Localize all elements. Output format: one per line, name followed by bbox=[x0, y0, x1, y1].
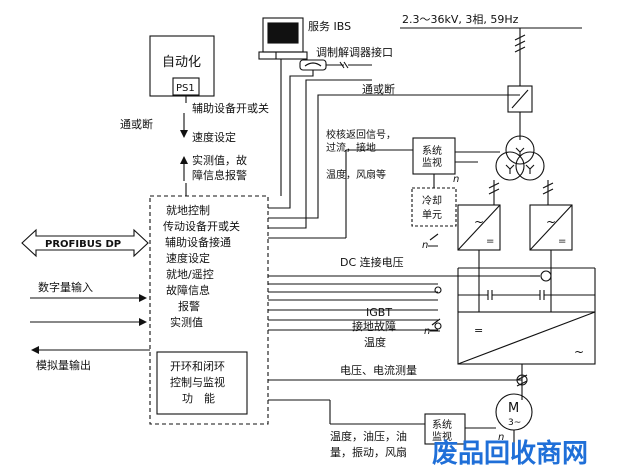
rect-left-eq: = bbox=[486, 236, 494, 247]
ctrl-line-7: 实测值 bbox=[170, 315, 203, 329]
igbt-label: IGBT bbox=[366, 306, 392, 319]
volt-current-label: 电压、电流测量 bbox=[340, 363, 417, 377]
inverter bbox=[457, 311, 596, 365]
inner-line-1: 控制与监视 bbox=[170, 375, 225, 389]
cooling-2: 单元 bbox=[422, 209, 442, 221]
left-on-off-label: 通或断 bbox=[120, 117, 153, 131]
right-on-off-label: 通或断 bbox=[362, 82, 395, 96]
aux-switch-label: 辅助设备开或关 bbox=[192, 101, 269, 115]
service-label: 服务 IBS bbox=[308, 20, 351, 33]
inverter-tilde: ~ bbox=[574, 345, 584, 359]
system-monitor-bottom bbox=[424, 413, 466, 445]
bottom-label-2: 量，振动，风扇 bbox=[330, 445, 407, 459]
bottom-label-1: 温度，油压，油 bbox=[330, 429, 407, 443]
control-function-box bbox=[156, 351, 248, 415]
measured-label-2: 障信息报警 bbox=[192, 168, 247, 182]
cooling-unit bbox=[411, 187, 457, 227]
feedback-label-1: 校核返回信号， bbox=[326, 128, 396, 141]
cooling-1: 冷却 bbox=[422, 194, 442, 207]
rect-right-tilde: ~ bbox=[546, 215, 556, 229]
monitor-top-2: 监视 bbox=[422, 156, 442, 169]
modem-label: 调制解调器接口 bbox=[316, 45, 393, 59]
dc-sensor bbox=[540, 270, 552, 282]
ps1-box bbox=[172, 77, 200, 96]
ctrl-line-2: 辅助设备接通 bbox=[165, 235, 231, 249]
temperature-label: 温度 bbox=[364, 335, 386, 349]
monitor-bottom-1: 系统 bbox=[432, 418, 452, 431]
ctrl-line-6: 报警 bbox=[178, 299, 200, 313]
ctrl-line-1: 传动设备开或关 bbox=[163, 219, 240, 233]
automation-label: 自动化 bbox=[162, 55, 201, 70]
ctrl-line-4: 就地/遥控 bbox=[166, 267, 214, 281]
ctrl-line-5: 故障信息 bbox=[166, 283, 210, 297]
sensor-small-1 bbox=[434, 286, 442, 294]
profibus-label: PROFIBUS DP bbox=[45, 239, 121, 250]
transformer-primary bbox=[505, 135, 535, 165]
inner-line-2: 功 能 bbox=[182, 391, 215, 405]
measured-label-1: 实测值，故 bbox=[192, 153, 247, 167]
motor-label: M bbox=[508, 401, 519, 416]
n-symbol-1: n bbox=[453, 174, 459, 185]
n-symbol-3: n bbox=[424, 326, 430, 337]
inner-line-0: 开环和闭环 bbox=[170, 360, 225, 373]
rect-right-eq: = bbox=[558, 236, 566, 247]
sensor-small-2 bbox=[434, 322, 442, 330]
supply-label: 2.3～36kV, 3相, 59Hz bbox=[402, 13, 519, 26]
current-sensor bbox=[516, 374, 528, 386]
analog-out-label: 模拟量输出 bbox=[36, 358, 91, 372]
monitor-top-1: 系统 bbox=[422, 144, 442, 157]
transformer-sec1 bbox=[495, 151, 525, 181]
transformer-sec2 bbox=[515, 151, 545, 181]
inverter-eq: = bbox=[474, 324, 483, 337]
switch-cmd-line bbox=[268, 94, 520, 219]
dc-voltage-label: DC 连接电压 bbox=[340, 256, 404, 269]
profibus-arrow bbox=[21, 228, 149, 258]
modem-icon bbox=[299, 59, 327, 71]
n-symbol-4: n bbox=[498, 432, 504, 443]
rect-left-tilde: ~ bbox=[474, 215, 484, 229]
feedback-label-2: 过流，接地 bbox=[326, 141, 376, 154]
speed-set-label: 速度设定 bbox=[192, 130, 236, 144]
digital-in-label: 数字量输入 bbox=[38, 280, 93, 294]
automation-box bbox=[149, 35, 215, 97]
temp-fan-label: 温度，风扇等 bbox=[326, 168, 386, 181]
motor-sub: 3~ bbox=[508, 418, 521, 428]
ctrl-line-3: 速度设定 bbox=[166, 251, 210, 265]
ps1-label: PS1 bbox=[176, 83, 195, 94]
watermark: 废品回收商网 bbox=[432, 438, 588, 467]
n-symbol-2: n bbox=[422, 240, 428, 251]
monitor-bottom-2: 监视 bbox=[432, 430, 452, 443]
ctrl-line-0: 就地控制 bbox=[166, 203, 210, 217]
ground-fault-label: 接地故障 bbox=[352, 319, 396, 333]
